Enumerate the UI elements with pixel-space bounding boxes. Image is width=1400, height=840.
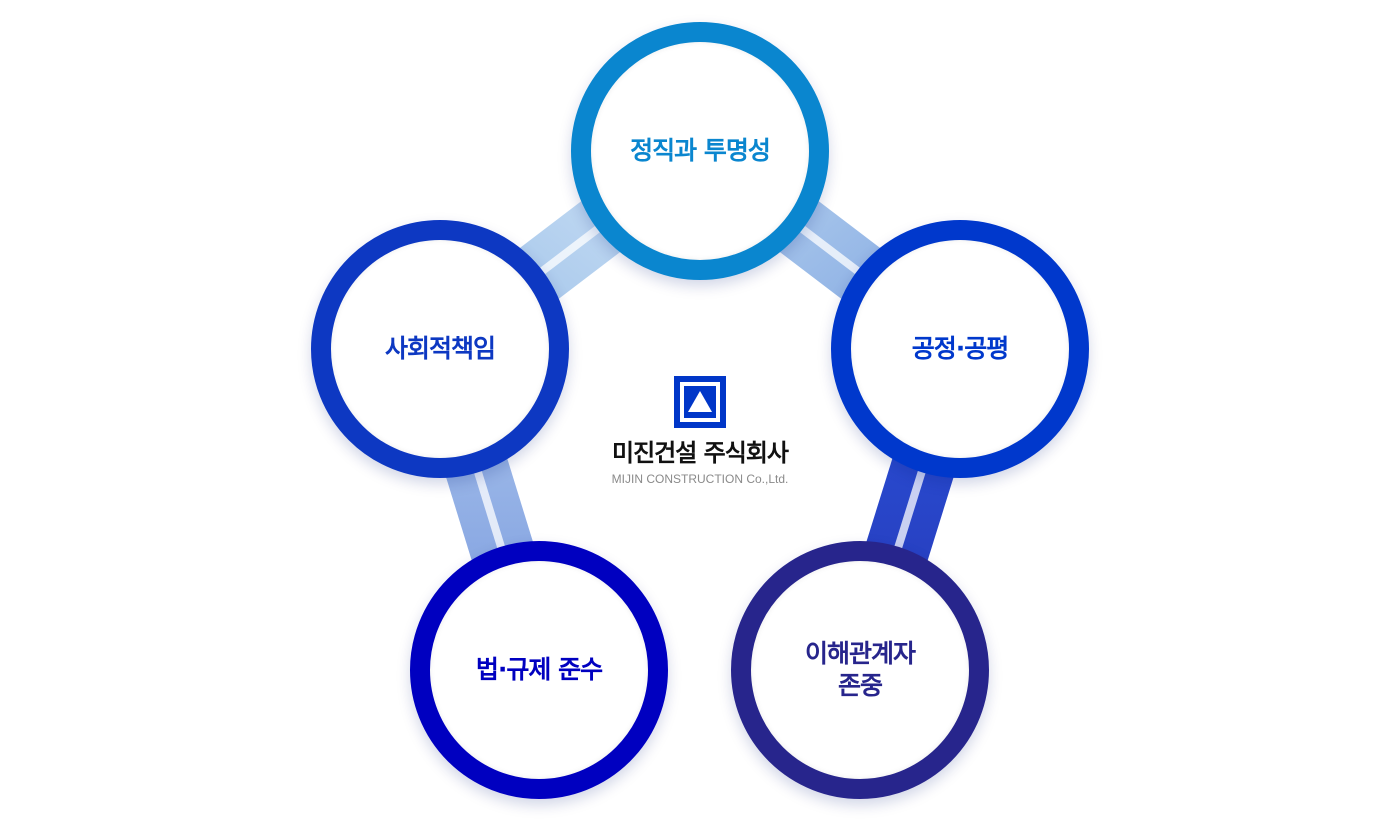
company-name: 미진건설 주식회사 — [612, 439, 789, 467]
value-node-social-responsibility: 사회적책임 — [311, 220, 569, 478]
value-node-stakeholder-respect: 이해관계자 존중 — [731, 541, 989, 799]
value-node-label: 법·규제 준수 — [475, 655, 603, 684]
value-node-integrity: 정직과 투명성 — [571, 22, 829, 280]
value-node-label: 이해관계자 존중 — [804, 639, 916, 700]
company-logo-icon — [674, 376, 726, 428]
value-node-label: 정직과 투명성 — [630, 136, 771, 165]
value-node-label: 공정·공평 — [911, 334, 1009, 363]
value-node-label: 사회적책임 — [384, 334, 496, 363]
company-logo-block: 미진건설 주식회사 MIJIN CONSTRUCTION Co.,Ltd. — [562, 372, 838, 492]
value-node-compliance: 법·규제 준수 — [410, 541, 668, 799]
value-node-fairness: 공정·공평 — [831, 220, 1089, 478]
company-name-english: MIJIN CONSTRUCTION Co.,Ltd. — [611, 472, 789, 486]
